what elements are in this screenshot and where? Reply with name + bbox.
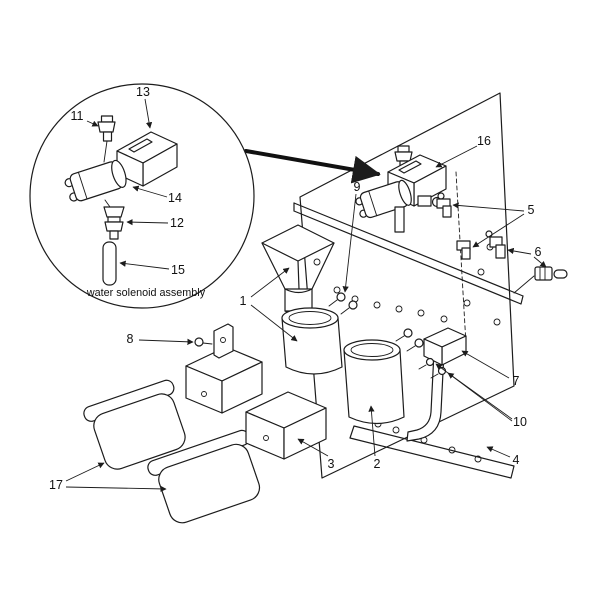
- solenoid-assembly-16: [355, 145, 447, 233]
- callout-3: 3: [328, 457, 335, 471]
- panel-holes: [313, 243, 501, 463]
- callout-14: 14: [168, 191, 182, 205]
- connector-6: [513, 266, 568, 294]
- callout-13: 13: [136, 85, 150, 99]
- callout-15: 15: [171, 263, 185, 277]
- inset-coil-14: [64, 159, 127, 202]
- inset-leader-lines: [86, 98, 170, 270]
- callout-4: 4: [513, 453, 520, 467]
- callout-9: 9: [354, 180, 361, 194]
- screws-9: [328, 292, 358, 315]
- bracket-box-2: [245, 391, 327, 460]
- inset-fitting-12: [103, 199, 125, 240]
- cover-2: [147, 429, 261, 524]
- cover-1: [83, 379, 186, 470]
- callout-12: 12: [170, 216, 184, 230]
- callout-6: 6: [535, 245, 542, 259]
- hopper: [261, 224, 335, 316]
- bracket-7: [423, 327, 467, 366]
- elbow-fitting-5b: [456, 240, 471, 260]
- screw-8: [194, 323, 234, 359]
- bottom-rail: [349, 425, 515, 479]
- inset-tube-15: [102, 241, 117, 286]
- hidden-edge-line: [455, 171, 467, 345]
- leader-lines: [65, 145, 547, 493]
- inset-detail: water solenoid assembly: [29, 83, 255, 309]
- bracket-box-1: [185, 346, 263, 414]
- callout-7: 7: [513, 374, 520, 388]
- hook-bracket: [406, 351, 445, 442]
- mounting-panel: [299, 92, 515, 479]
- inset-circle: [29, 83, 255, 309]
- top-rail: [293, 202, 524, 305]
- inset-pointer-arrow: [244, 149, 381, 184]
- inset-fitting-11: [97, 115, 116, 163]
- inset-bracket-13: [116, 131, 178, 187]
- canister-2: [343, 339, 405, 425]
- callout-17: 17: [49, 478, 63, 492]
- callout-16: 16: [477, 134, 491, 148]
- callout-1: 1: [240, 294, 247, 308]
- inset-caption: water solenoid assembly: [86, 287, 206, 299]
- callout-5: 5: [528, 203, 535, 217]
- elbow-fitting-5a: [436, 192, 452, 218]
- callout-8: 8: [127, 332, 134, 346]
- callout-2: 2: [374, 457, 381, 471]
- callout-10: 10: [513, 415, 527, 429]
- callout-11: 11: [71, 109, 84, 123]
- canister-1: [281, 307, 343, 375]
